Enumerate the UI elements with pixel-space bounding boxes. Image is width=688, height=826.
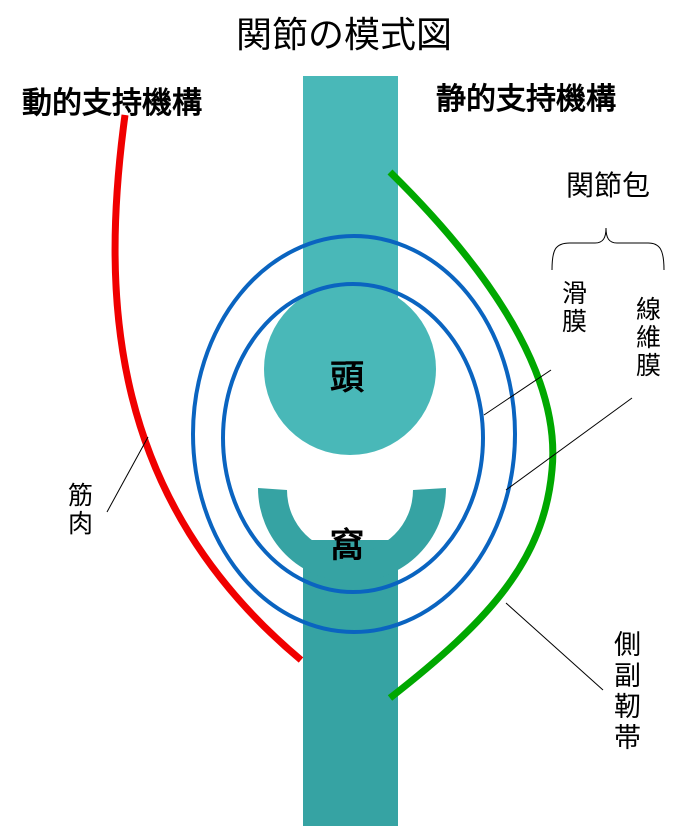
joint-head	[264, 283, 436, 455]
synovial-membrane-label: 滑膜	[562, 279, 588, 336]
dynamic-support-label: 動的支持機構	[22, 86, 202, 121]
joint-socket	[258, 488, 446, 582]
head-label: 頭	[330, 358, 364, 398]
static-support-label: 静的支持機構	[436, 82, 616, 117]
muscle-label: 筋肉	[68, 481, 94, 538]
fibrous-membrane-label: 線維膜	[636, 295, 662, 380]
synovial-membrane-outline	[221, 282, 485, 594]
muscle-leader	[106, 436, 149, 513]
fibrous-membrane-outline	[191, 234, 517, 634]
capsule-brace	[551, 227, 665, 271]
ligament-line	[387, 169, 557, 701]
ligament-leader	[505, 602, 604, 691]
socket-label: 窩	[330, 526, 364, 566]
fibrous-leader	[505, 397, 633, 491]
collateral-ligament-label: 側副靭帯	[614, 630, 641, 754]
muscle-line	[111, 114, 304, 663]
upper-bone-shaft	[303, 76, 398, 316]
synovial-leader	[483, 369, 552, 416]
joint-capsule-label: 関節包	[566, 169, 651, 202]
lower-bone-shaft	[303, 540, 398, 826]
diagram-title: 関節の模式図	[235, 15, 452, 56]
